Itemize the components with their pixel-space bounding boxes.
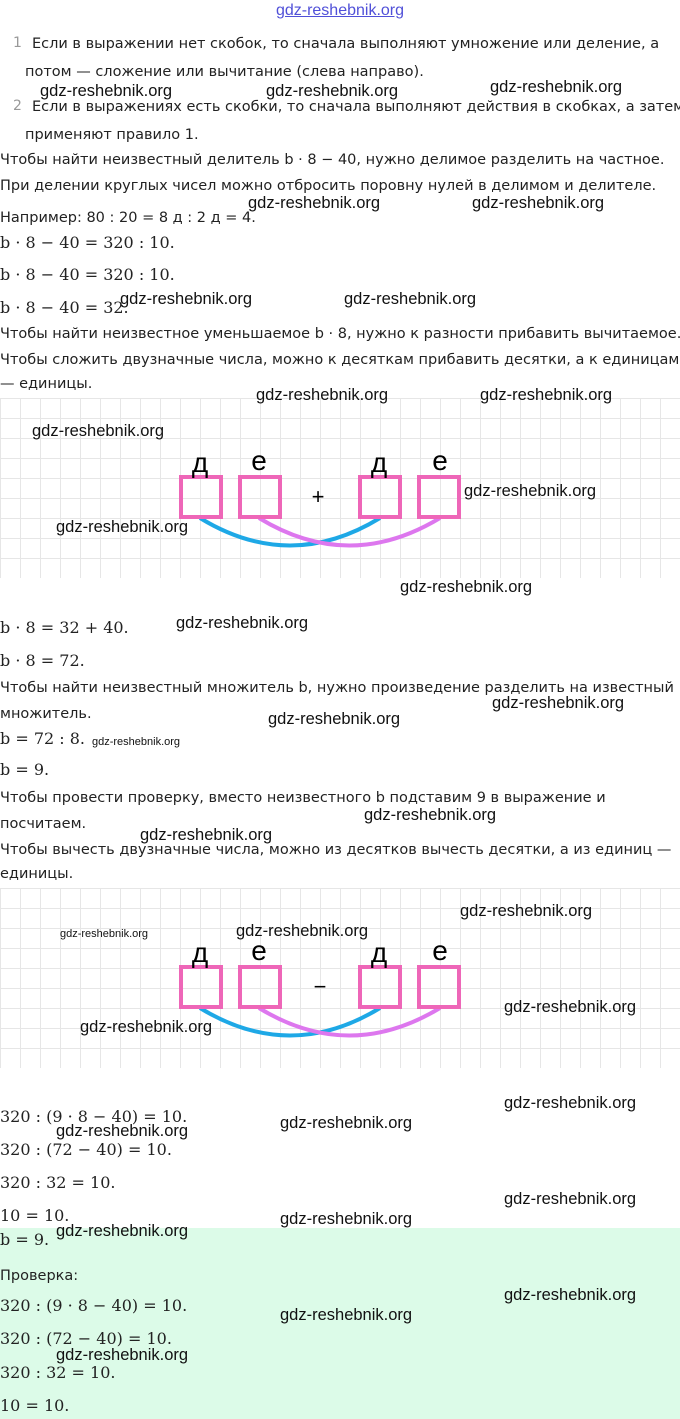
text-line: Чтобы найти неизвестное уменьшаемое b · … <box>0 326 680 342</box>
text-line: Чтобы найти неизвестный множитель b, нуж… <box>0 680 674 696</box>
rule-number: 1 <box>13 35 22 51</box>
equation: 320 : (72 − 40) = 10. <box>0 1329 172 1348</box>
watermark: gdz-reshebnik.org <box>490 78 623 96</box>
equation: 320 : (9 · 8 − 40) = 10. <box>0 1296 188 1315</box>
watermark: gdz-reshebnik.org <box>176 614 309 632</box>
digit-box <box>358 965 402 1009</box>
equation: 10 = 10. <box>0 1396 70 1415</box>
equation: b · 8 = 32 + 40. <box>0 618 129 637</box>
text-line: — единицы. <box>0 376 93 392</box>
digit-box <box>358 475 402 519</box>
tens-label: д <box>192 937 208 968</box>
ones-label: е <box>432 935 448 966</box>
watermark: gdz-reshebnik.org <box>492 694 625 712</box>
watermark: gdz-reshebnik.org <box>120 290 253 308</box>
watermark: gdz-reshebnik.org <box>60 928 149 940</box>
ones-label: е <box>432 445 448 476</box>
equation: 320 : (9 · 8 − 40) = 10. <box>0 1107 188 1126</box>
equation: b = 9. <box>0 760 50 779</box>
watermark: gdz-reshebnik.org <box>236 922 369 940</box>
watermark: gdz-reshebnik.org <box>56 1346 189 1364</box>
subtraction-diagram-svg: д е д е − <box>179 935 461 1038</box>
watermark: gdz-reshebnik.org <box>92 736 181 748</box>
watermark: gdz-reshebnik.org <box>280 1210 413 1228</box>
digit-box <box>417 475 461 519</box>
watermark: gdz-reshebnik.org <box>364 806 497 824</box>
watermark: gdz-reshebnik.org <box>504 998 637 1016</box>
watermark: gdz-reshebnik.org <box>280 1306 413 1324</box>
header-watermark[interactable]: gdz-reshebnik.org <box>275 2 405 19</box>
watermark: gdz-reshebnik.org <box>56 518 189 536</box>
watermark: gdz-reshebnik.org <box>32 422 165 440</box>
text-line: Чтобы провести проверку, вместо неизвест… <box>0 790 606 806</box>
watermark: gdz-reshebnik.org <box>56 1122 189 1140</box>
equation: b · 8 − 40 = 320 : 10. <box>0 265 175 284</box>
equation: b · 8 = 72. <box>0 651 85 670</box>
text-line: множитель. <box>0 706 92 722</box>
watermark: gdz-reshebnik.org <box>472 194 605 212</box>
watermark: gdz-reshebnik.org <box>344 290 477 308</box>
minus-sign: − <box>314 974 327 999</box>
text-line: Чтобы найти неизвестный делитель b · 8 −… <box>0 152 665 168</box>
text-line: Чтобы вычесть двузначные числа, можно из… <box>0 842 672 858</box>
ones-label: е <box>251 445 267 476</box>
watermark: gdz-reshebnik.org <box>56 1222 189 1240</box>
check-label: Проверка: <box>0 1268 79 1284</box>
answer-block <box>0 1228 680 1419</box>
text-line: посчитаем. <box>0 816 87 832</box>
watermark: gdz-reshebnik.org <box>256 386 389 404</box>
rule-text: потом — сложение или вычитание (слева на… <box>25 64 424 80</box>
watermark: gdz-reshebnik.org <box>460 902 593 920</box>
addition-diagram: д е д е + <box>0 398 680 578</box>
rule-text: Если в выражениях есть скобки, то сначал… <box>32 99 680 115</box>
text-line: Например: 80 : 20 = 8 д : 2 д = 4. <box>0 210 256 226</box>
rule-number: 2 <box>13 98 22 114</box>
tens-label: д <box>371 937 387 968</box>
equation: b = 72 : 8. <box>0 729 86 748</box>
digit-box <box>417 965 461 1009</box>
watermark: gdz-reshebnik.org <box>268 710 401 728</box>
text-line: Чтобы сложить двузначные числа, можно к … <box>0 352 680 368</box>
watermark: gdz-reshebnik.org <box>140 826 273 844</box>
watermark: gdz-reshebnik.org <box>266 82 399 100</box>
text-line: При делении круглых чисел можно отбросит… <box>0 178 657 194</box>
subtraction-diagram: д е д е − <box>0 888 680 1068</box>
watermark: gdz-reshebnik.org <box>504 1094 637 1112</box>
tens-arc <box>198 1006 382 1038</box>
watermark: gdz-reshebnik.org <box>480 386 613 404</box>
equation: 320 : 32 = 10. <box>0 1363 116 1382</box>
ones-arc <box>257 1006 442 1038</box>
equation: 320 : 32 = 10. <box>0 1173 116 1192</box>
watermark: gdz-reshebnik.org <box>504 1286 637 1304</box>
watermark: gdz-reshebnik.org <box>248 194 381 212</box>
watermark: gdz-reshebnik.org <box>464 482 597 500</box>
digit-box <box>179 475 223 519</box>
digit-box <box>238 475 282 519</box>
rule-text: Если в выражении нет скобок, то сначала … <box>32 36 660 52</box>
digit-box <box>238 965 282 1009</box>
plus-sign: + <box>312 484 325 509</box>
digit-box <box>179 965 223 1009</box>
watermark: gdz-reshebnik.org <box>504 1190 637 1208</box>
ones-label: е <box>251 935 267 966</box>
tens-label: д <box>192 447 208 478</box>
equation: 10 = 10. <box>0 1206 70 1225</box>
watermark: gdz-reshebnik.org <box>80 1018 213 1036</box>
equation: b · 8 − 40 = 320 : 10. <box>0 233 175 252</box>
watermark: gdz-reshebnik.org <box>400 578 533 596</box>
equation: b · 8 − 40 = 32. <box>0 298 129 317</box>
addition-diagram-svg: д е д е + <box>179 445 461 548</box>
watermark: gdz-reshebnik.org <box>280 1114 413 1132</box>
tens-arc <box>198 516 382 548</box>
equation: 320 : (72 − 40) = 10. <box>0 1140 172 1159</box>
ones-arc <box>257 516 442 548</box>
rule-text: применяют правило 1. <box>25 127 199 143</box>
answer: b = 9. <box>0 1230 50 1249</box>
text-line: единицы. <box>0 866 74 882</box>
tens-label: д <box>371 447 387 478</box>
watermark: gdz-reshebnik.org <box>40 82 173 100</box>
